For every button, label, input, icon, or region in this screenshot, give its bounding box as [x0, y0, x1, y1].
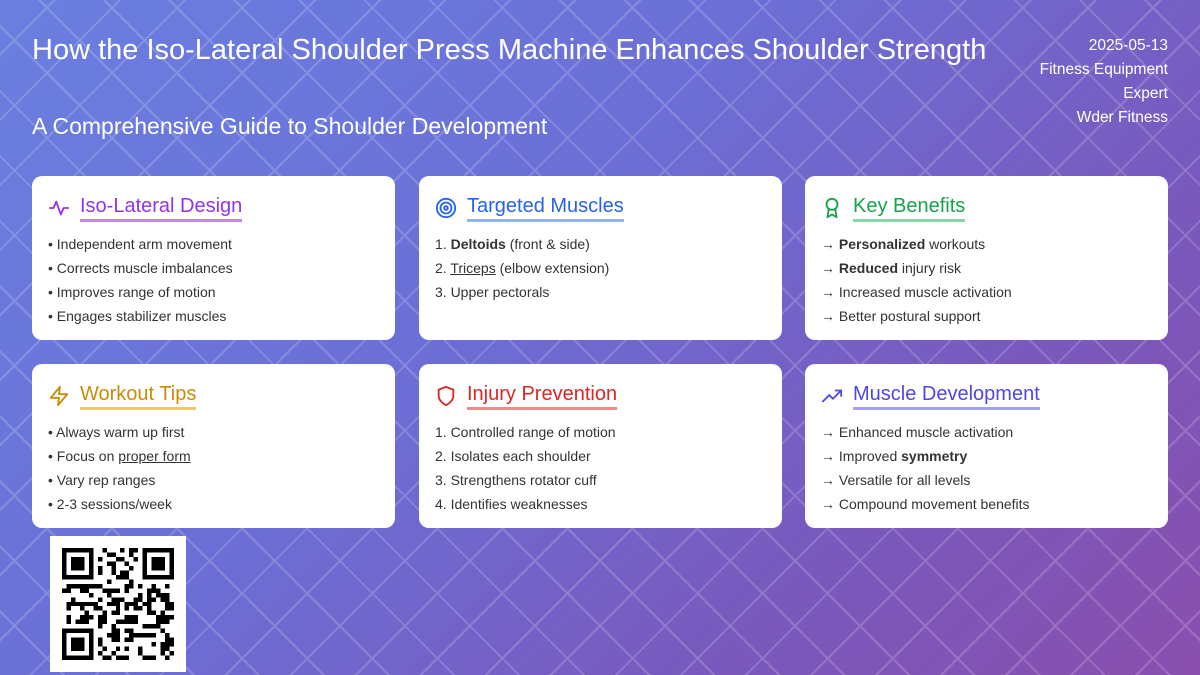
- date: 2025-05-13: [1088, 37, 1168, 54]
- list-item: 3. Upper pectorals: [435, 280, 766, 304]
- list-item: • Vary rep ranges: [48, 468, 379, 492]
- list-item: • Engages stabilizer muscles: [48, 304, 379, 328]
- category: Fitness Equipment: [1039, 61, 1168, 78]
- item-text: Reduced: [838, 260, 899, 276]
- list-item: • Improves range of motion: [48, 280, 379, 304]
- item-text: →: [821, 260, 839, 276]
- card-muscle-development: Muscle Development → Enhanced muscle acti…: [805, 364, 1168, 528]
- card-title: Injury Prevention: [467, 382, 618, 410]
- card-iso-lateral-design: Iso-Lateral Design • Independent arm move…: [32, 176, 395, 340]
- list-item: 1. Deltoids (front & side): [435, 232, 766, 256]
- lightning-icon: [49, 385, 69, 407]
- list-item: 3. Strengthens rotator cuff: [435, 468, 766, 492]
- item-text: → Versatile for all levels: [821, 472, 971, 488]
- item-text: workouts: [925, 236, 986, 252]
- item-text: → Enhanced muscle activation: [821, 424, 1014, 440]
- list-item: • Independent arm movement: [48, 232, 379, 256]
- page-subtitle: A Comprehensive Guide to Shoulder Develo…: [32, 113, 548, 139]
- list-item: • Focus on proper form: [48, 444, 379, 468]
- card-title: Muscle Development: [853, 382, 1040, 410]
- list-item: → Enhanced muscle activation: [821, 420, 1152, 444]
- item-text: 1.: [435, 236, 451, 252]
- qr-code: [50, 536, 186, 672]
- item-text: • Focus on: [48, 448, 119, 464]
- card-targeted-muscles: Targeted Muscles 1. Deltoids (front & sid…: [419, 176, 782, 340]
- item-text: Personalized: [838, 236, 926, 252]
- item-text: 3. Upper pectorals: [435, 284, 550, 300]
- item-text: (elbow extension): [495, 260, 610, 276]
- item-text: • 2-3 sessions/week: [48, 496, 172, 512]
- card-title: Workout Tips: [80, 382, 197, 410]
- item-text: → Improved: [821, 448, 902, 464]
- card-title: Iso-Lateral Design: [80, 194, 243, 222]
- item-text: (front & side): [505, 236, 590, 252]
- level: Expert: [1123, 85, 1168, 102]
- item-text: • Independent arm movement: [48, 236, 232, 252]
- item-text: • Engages stabilizer muscles: [48, 308, 227, 324]
- list-item: 1. Controlled range of motion: [435, 420, 766, 444]
- item-text: →: [821, 236, 839, 252]
- list-item: • Always warm up first: [48, 420, 379, 444]
- list-item: → Personalized workouts: [821, 232, 1152, 256]
- item-text: 2. Isolates each shoulder: [435, 448, 591, 464]
- page-title: How the Iso-Lateral Shoulder Press Machi…: [32, 34, 987, 66]
- shield-icon: [437, 385, 455, 407]
- card-title: Key Benefits: [853, 194, 966, 222]
- item-text: injury risk: [898, 260, 962, 276]
- item-text: 4. Identifies weaknesses: [435, 496, 588, 512]
- list-item: 2. Triceps (elbow extension): [435, 256, 766, 280]
- list-item: 4. Identifies weaknesses: [435, 492, 766, 516]
- item-text: → Increased muscle activation: [821, 284, 1012, 300]
- list-item: • Corrects muscle imbalances: [48, 256, 379, 280]
- list-item: → Increased muscle activation: [821, 280, 1152, 304]
- item-text: 3. Strengthens rotator cuff: [435, 472, 597, 488]
- trending-up-icon: [821, 389, 843, 403]
- target-icon: [435, 197, 457, 219]
- item-text: → Better postural support: [821, 308, 981, 324]
- activity-icon: [48, 200, 70, 216]
- list-item: → Improved symmetry: [821, 444, 1152, 468]
- item-text: • Improves range of motion: [48, 284, 216, 300]
- item-text: symmetry: [901, 448, 968, 464]
- item-text: 2.: [435, 260, 451, 276]
- card-workout-tips: Workout Tips • Always warm up first • Focu…: [32, 364, 395, 528]
- item-text: • Always warm up first: [48, 424, 185, 440]
- item-text: • Corrects muscle imbalances: [48, 260, 233, 276]
- card-key-benefits: Key Benefits→ Personalized workouts→ Red…: [805, 176, 1168, 340]
- card-title: Targeted Muscles: [467, 194, 624, 222]
- award-icon: [825, 197, 839, 219]
- item-text: → Compound movement benefits: [821, 496, 1030, 512]
- list-item: → Reduced injury risk: [821, 256, 1152, 280]
- list-item: → Versatile for all levels: [821, 468, 1152, 492]
- item-text: Deltoids: [450, 236, 506, 252]
- card-injury-prevention: Injury Prevention 1. Controlled range of …: [419, 364, 782, 528]
- list-item: → Compound movement benefits: [821, 492, 1152, 516]
- author: Wder Fitness: [1076, 109, 1168, 126]
- item-text: proper form: [118, 448, 191, 464]
- list-item: 2. Isolates each shoulder: [435, 444, 766, 468]
- meta-info: 2025-05-13 Fitness Equipment Expert Wder…: [1040, 34, 1168, 130]
- list-item: • 2-3 sessions/week: [48, 492, 379, 516]
- item-text: 1. Controlled range of motion: [435, 424, 616, 440]
- item-text: Triceps: [450, 260, 496, 276]
- list-item: → Better postural support: [821, 304, 1152, 328]
- item-text: • Vary rep ranges: [48, 472, 156, 488]
